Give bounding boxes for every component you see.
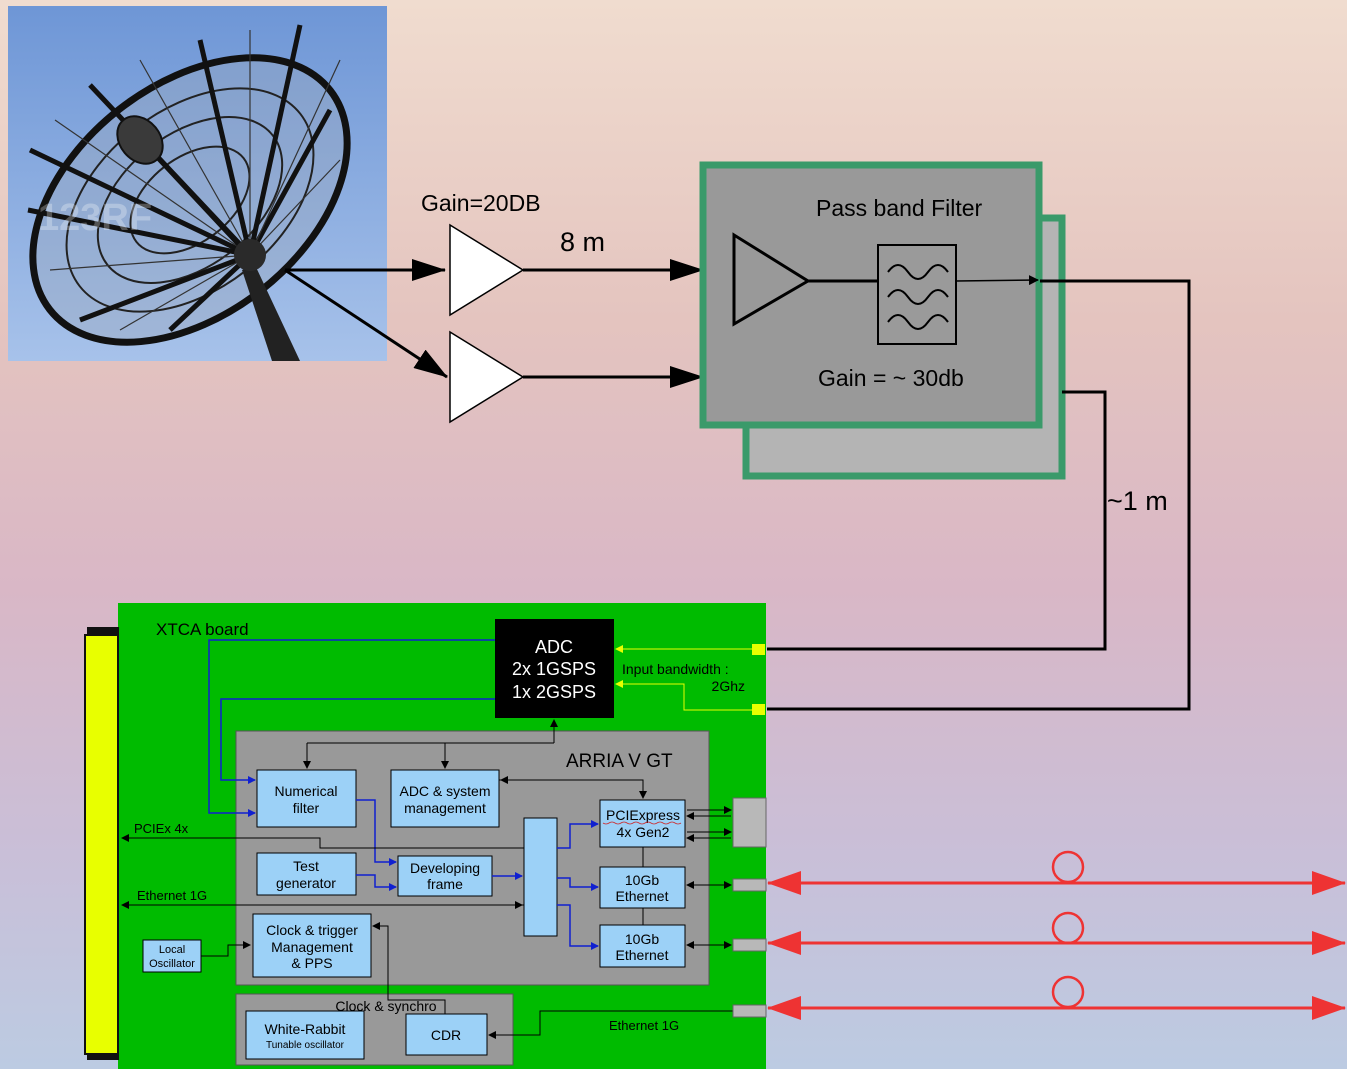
cdr-to-clock-link [372,922,446,1014]
fiber-link-3 [767,975,1346,1020]
switch-block [523,817,558,937]
fiber-loop-icon [1051,911,1085,945]
local-oscillator-block [142,939,202,973]
test-generator-block [256,852,357,896]
fiber-link-1 [767,850,1346,895]
filter-amplifier-icon [732,232,811,327]
amplifier-gain-label: Gain=20DB [421,190,541,216]
pciex-bus-line [121,834,524,849]
satellite-dish-image: 123RF [8,6,387,361]
filter-to-frame-path [356,799,397,866]
amplifier-1-icon [449,223,525,317]
mount-icon [234,239,300,361]
amplifier-2-icon [449,330,525,424]
pcie-connector-links [686,806,732,949]
clock-trigger-block [252,913,372,978]
feed-horn-icon [116,115,250,257]
local-oscillator-label-2: Oscillator [149,958,195,970]
ethernet-10gb-2-label-2: Ethernet [616,947,669,963]
input-bandwidth-label: Input bandwidth : [622,661,729,677]
filter-box-front [699,161,1043,429]
sfp-connector-2[interactable] [732,938,767,952]
clock-trigger-label-3: & PPS [291,955,332,971]
developing-frame-label-2: frame [427,876,463,892]
adc-block [495,619,614,718]
dish-mesh-icon [27,24,351,346]
developing-frame-label-1: Developing [410,860,480,876]
filter-title: Pass band Filter [816,195,983,221]
filter-output-arrow [955,275,1039,286]
clock-trigger-label-1: Clock & trigger [266,922,358,938]
white-rabbit-label-1: White-Rabbit [265,1021,346,1037]
adc-data-path-2 [220,698,495,784]
adc-rate-2: 1x 2GSPS [512,682,596,702]
white-rabbit-label-2: Tunable oscillator [266,1040,345,1051]
numerical-filter-block [256,769,357,828]
switch-to-eth2-path [557,904,599,950]
adc-mgmt-block [390,769,500,828]
output-cable-1 [767,279,1191,711]
numerical-filter-label-2: filter [293,800,320,816]
fiber-link-2 [767,911,1346,955]
ethernet-10gb-2-label-1: 10Gb [625,931,659,947]
local-oscillator-label-1: Local [159,944,185,956]
adc-data-path-1 [208,639,495,817]
eth1g-bottom-label: Ethernet 1G [609,1018,679,1033]
input-connector-2[interactable] [752,704,765,715]
adc-rate-1: 2x 1GSPS [512,659,596,679]
pcie-connector[interactable] [732,797,767,848]
test-generator-label-1: Test [293,858,319,874]
eth1g-left-label: Ethernet 1G [137,888,207,903]
board-title: XTCA board [156,620,249,639]
switch-to-eth1-path [557,877,599,891]
cable-length-label: 8 m [560,227,605,257]
input-bandwidth-value: 2Ghz [712,678,745,694]
ethernet-10gb-1-label-1: 10Gb [625,872,659,888]
cdr-block [405,1013,488,1056]
pciexpress-label-2: 4x Gen2 [617,824,670,840]
testgen-to-frame-path [356,874,397,891]
clock-trigger-label-2: Management [271,939,353,955]
white-rabbit-block [245,1010,365,1060]
board-edge-connector [84,634,119,1055]
filter-gain-label: Gain = ~ 30db [818,365,964,391]
output-cable-2 [767,390,1107,651]
fiber-loop-icon [1051,975,1085,1009]
ethernet-10gb-block-2 [599,924,686,968]
clock-synchro-label: Clock & synchro [335,998,436,1014]
pciex-label: PCIEx 4x [134,821,189,836]
switch-to-pcie-path [557,820,599,849]
input-connector-1[interactable] [752,644,765,655]
dish-to-amp2-arrow [284,268,448,379]
short-cable-label: ~1 m [1107,486,1168,516]
sfp-connector-3[interactable] [732,1004,767,1018]
watermark-text: 123RF [38,197,152,239]
fpga-title: ARRIA V GT [566,751,673,772]
pciexpress-label-1: PCIExpress [606,807,680,823]
bandpass-filter-icon [877,244,957,345]
pciexpress-block [599,799,686,848]
adc-mgmt-label-1: ADC & system [399,783,490,799]
cdr-label: CDR [431,1027,461,1043]
sfp-connector-1[interactable] [732,878,767,892]
numerical-filter-label-1: Numerical [274,783,337,799]
eth1g-to-cdr-link [488,1010,733,1039]
fiber-loop-icon [1051,850,1085,884]
osc-to-clock-arrow [201,941,251,957]
input-line-2 [615,680,752,711]
test-generator-label-2: generator [276,875,336,891]
ethernet-10gb-1-label-2: Ethernet [616,888,669,904]
spellcheck-underline [602,821,682,825]
adc-label: ADC [535,637,573,657]
adc-mgmt-label-2: management [404,800,486,816]
